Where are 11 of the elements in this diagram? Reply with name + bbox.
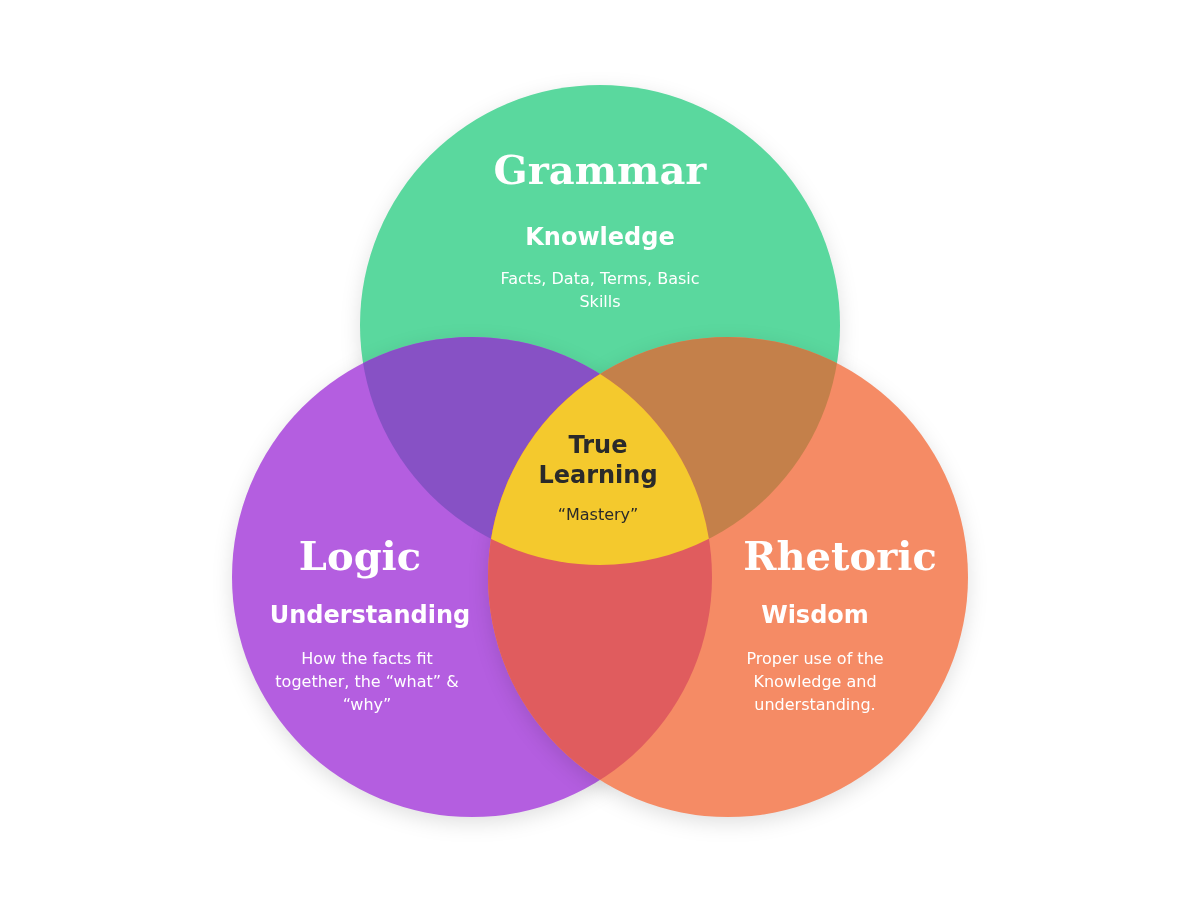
heading: Logic xyxy=(297,532,423,580)
subheading: Wisdom xyxy=(760,600,870,630)
heading: Grammar xyxy=(492,146,708,194)
description: How the facts fit together, the “what” & “why” xyxy=(274,648,460,716)
subheading: Knowledge xyxy=(524,222,676,252)
subheading: “Mastery” xyxy=(556,504,640,526)
subheading: Understanding xyxy=(268,600,472,630)
heading: Rhetoric xyxy=(742,532,938,580)
description: Proper use of the Knowledge and understanding. xyxy=(745,648,885,716)
heading: True Learning xyxy=(537,430,659,490)
description: Facts, Data, Terms, Basic Skills xyxy=(499,268,701,313)
